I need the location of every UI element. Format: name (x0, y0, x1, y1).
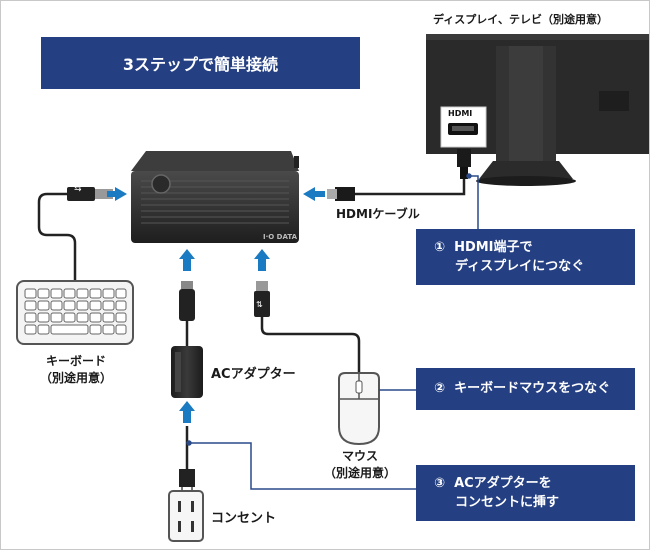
ac-adapter-icon (171, 281, 203, 398)
monitor-icon (426, 34, 649, 186)
mouse-icon (338, 372, 380, 446)
keyboard-label: キーボード （別途用意） (39, 354, 112, 385)
step-3-box: ③ ACアダプターを コンセントに挿す (416, 465, 635, 521)
leader-lines (186, 173, 479, 490)
brand-logo: I·O DATA (263, 233, 298, 241)
usb-icon: ⇆ (74, 184, 82, 194)
hdmi-cable-label: HDMIケーブル (336, 207, 420, 221)
keyboard-icon (16, 280, 134, 345)
outlet-icon (168, 490, 204, 542)
monitor-label: ディスプレイ、テレビ（別途用意） (433, 13, 609, 26)
mini-pc-icon: I·O DATA (131, 151, 299, 243)
step-1-box: ① HDMI端子で ディスプレイにつなぐ (416, 229, 635, 285)
outlet-label: コンセント (211, 511, 277, 526)
keyboard-cable: ⇆ (37, 184, 113, 283)
ac-adapter-label: ACアダプター (211, 367, 296, 382)
hdmi-port-label: HDMI (448, 109, 473, 118)
page-title: 3ステップで簡単接続 (41, 37, 360, 89)
mouse-cable: ⇅ (254, 281, 361, 379)
power-plug-icon (179, 426, 195, 495)
mouse-label: マウス （別途用意） (323, 449, 396, 480)
usb-icon: ⇅ (256, 300, 263, 309)
connection-arrows (107, 187, 325, 423)
hdmi-cable (327, 149, 471, 201)
step-2-box: ② キーボードマウスをつなぐ (416, 368, 635, 410)
